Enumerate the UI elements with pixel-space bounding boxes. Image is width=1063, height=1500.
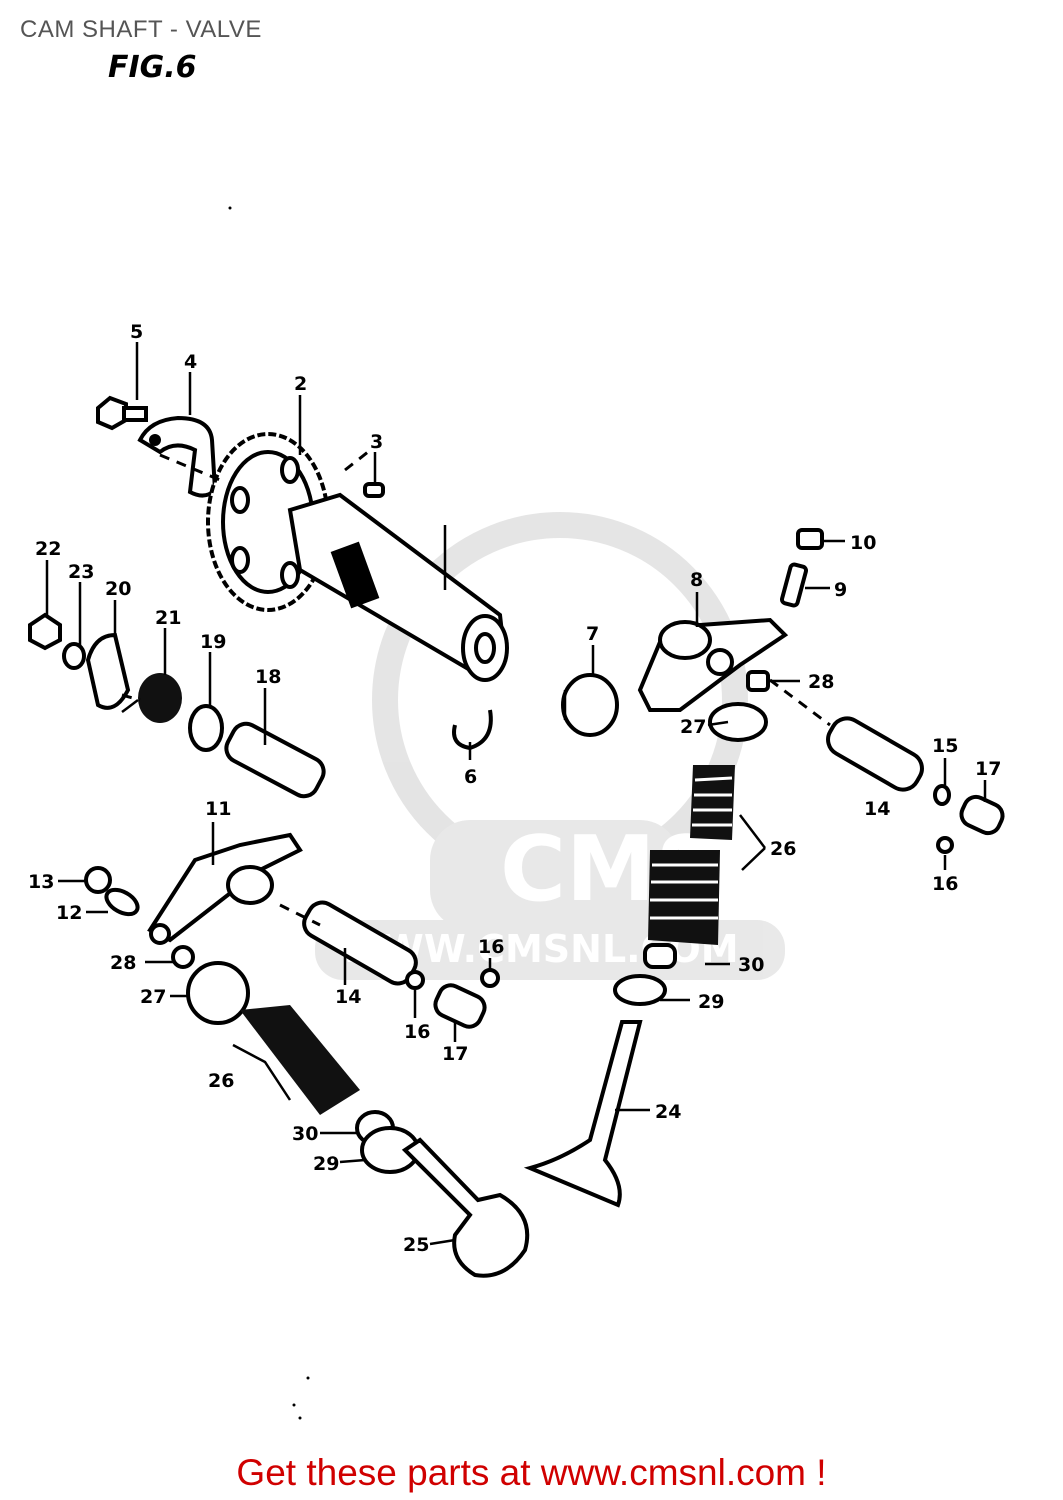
callout-7: 7 (586, 623, 599, 645)
callout-16-lower: 16 (478, 936, 504, 958)
part-26-springs-left (240, 1005, 360, 1115)
callout-22: 22 (35, 538, 61, 560)
callout-27-upper: 27 (680, 716, 706, 738)
part-17-cap-upper (959, 794, 1005, 836)
callout-14-upper: 14 (864, 798, 890, 820)
callout-29-left: 29 (313, 1153, 339, 1175)
part-5-bolt (96, 395, 148, 431)
page-title: CAM SHAFT - VALVE (20, 16, 262, 43)
callout-12: 12 (56, 902, 82, 924)
callout-labels: 5 4 2 3 22 23 20 21 19 18 10 9 8 7 28 27… (28, 321, 1001, 1256)
part-29-seat-right (613, 974, 667, 1006)
part-23-washer (62, 642, 86, 670)
callout-13: 13 (28, 871, 54, 893)
callout-28-lower: 28 (110, 952, 136, 974)
callout-16-upper: 16 (932, 873, 958, 895)
callout-15-upper: 15 (932, 735, 958, 757)
part-27-lower-retainer (186, 961, 250, 1025)
callout-20: 20 (105, 578, 131, 600)
callout-30-left: 30 (292, 1123, 318, 1145)
part-9-screw (779, 562, 809, 608)
callout-15-lower: 16 (404, 1021, 430, 1043)
part-26-springs-right (648, 765, 735, 945)
part-25-valve (401, 1137, 530, 1278)
exploded-parts-diagram: CMS WWW.CMSNL.COM (28, 206, 1005, 1420)
callout-29-right: 29 (698, 991, 724, 1013)
part-27-upper-retainer (708, 702, 768, 742)
assembly-guide-lines (121, 450, 831, 927)
callout-10: 10 (850, 532, 876, 554)
callout-6: 6 (464, 766, 477, 788)
callout-26-left: 26 (208, 1070, 234, 1092)
callout-17-lower: 17 (442, 1043, 468, 1065)
callout-5: 5 (130, 321, 143, 343)
part-8-rocker-arm (637, 617, 789, 712)
stray-dots (228, 206, 310, 1420)
part-28-upper-cotter (746, 670, 770, 692)
part-17-cap-lower (433, 983, 487, 1029)
callout-25: 25 (403, 1234, 429, 1256)
part-30-seal-right (643, 943, 677, 969)
part-19-seal (188, 704, 224, 752)
callout-3: 3 (370, 431, 383, 453)
part-20-plate (85, 632, 131, 710)
callout-30-right: 30 (738, 954, 764, 976)
callout-17-upper: 17 (975, 758, 1001, 780)
part-16-bolt-upper (936, 836, 954, 854)
part-7-shim (561, 673, 619, 737)
callout-19: 19 (200, 631, 226, 653)
part-21-spring (121, 673, 182, 723)
part-24-valve (523, 1020, 643, 1208)
part-10-nut (796, 528, 824, 550)
figure-label: FIG.6 (108, 50, 197, 85)
part-11-rocker-arm (147, 832, 303, 945)
part-1-camshaft (287, 492, 509, 682)
callout-8: 8 (690, 569, 703, 591)
part-15-ring-upper (933, 784, 951, 806)
part-18-shaft (224, 721, 326, 799)
part-14-shaft-upper (826, 716, 924, 792)
part-4-guide (137, 415, 218, 498)
callout-18: 18 (255, 666, 281, 688)
part-13-nut (84, 866, 112, 894)
footer-link[interactable]: Get these parts at www.cmsnl.com ! (236, 1452, 827, 1493)
callout-23: 23 (68, 561, 94, 583)
part-22-nut (28, 612, 62, 651)
callout-2: 2 (294, 373, 307, 395)
callout-4: 4 (184, 351, 197, 373)
callout-24: 24 (655, 1101, 681, 1123)
callout-21: 21 (155, 607, 181, 629)
part-3-pin (363, 482, 385, 498)
callout-9: 9 (834, 579, 847, 601)
leader-lines (45, 342, 987, 1246)
callout-11: 11 (205, 798, 231, 820)
part-6-clip (452, 709, 493, 751)
part-28-lower-cotter (171, 945, 195, 969)
callout-28-upper: 28 (808, 671, 834, 693)
part-15-ring-lower (405, 970, 425, 990)
part-12-screw (104, 887, 140, 917)
callout-27-lower: 27 (140, 986, 166, 1008)
part-16-bolt-lower (480, 968, 500, 988)
callout-14-lower: 14 (335, 986, 361, 1008)
callout-26-right: 26 (770, 838, 796, 860)
